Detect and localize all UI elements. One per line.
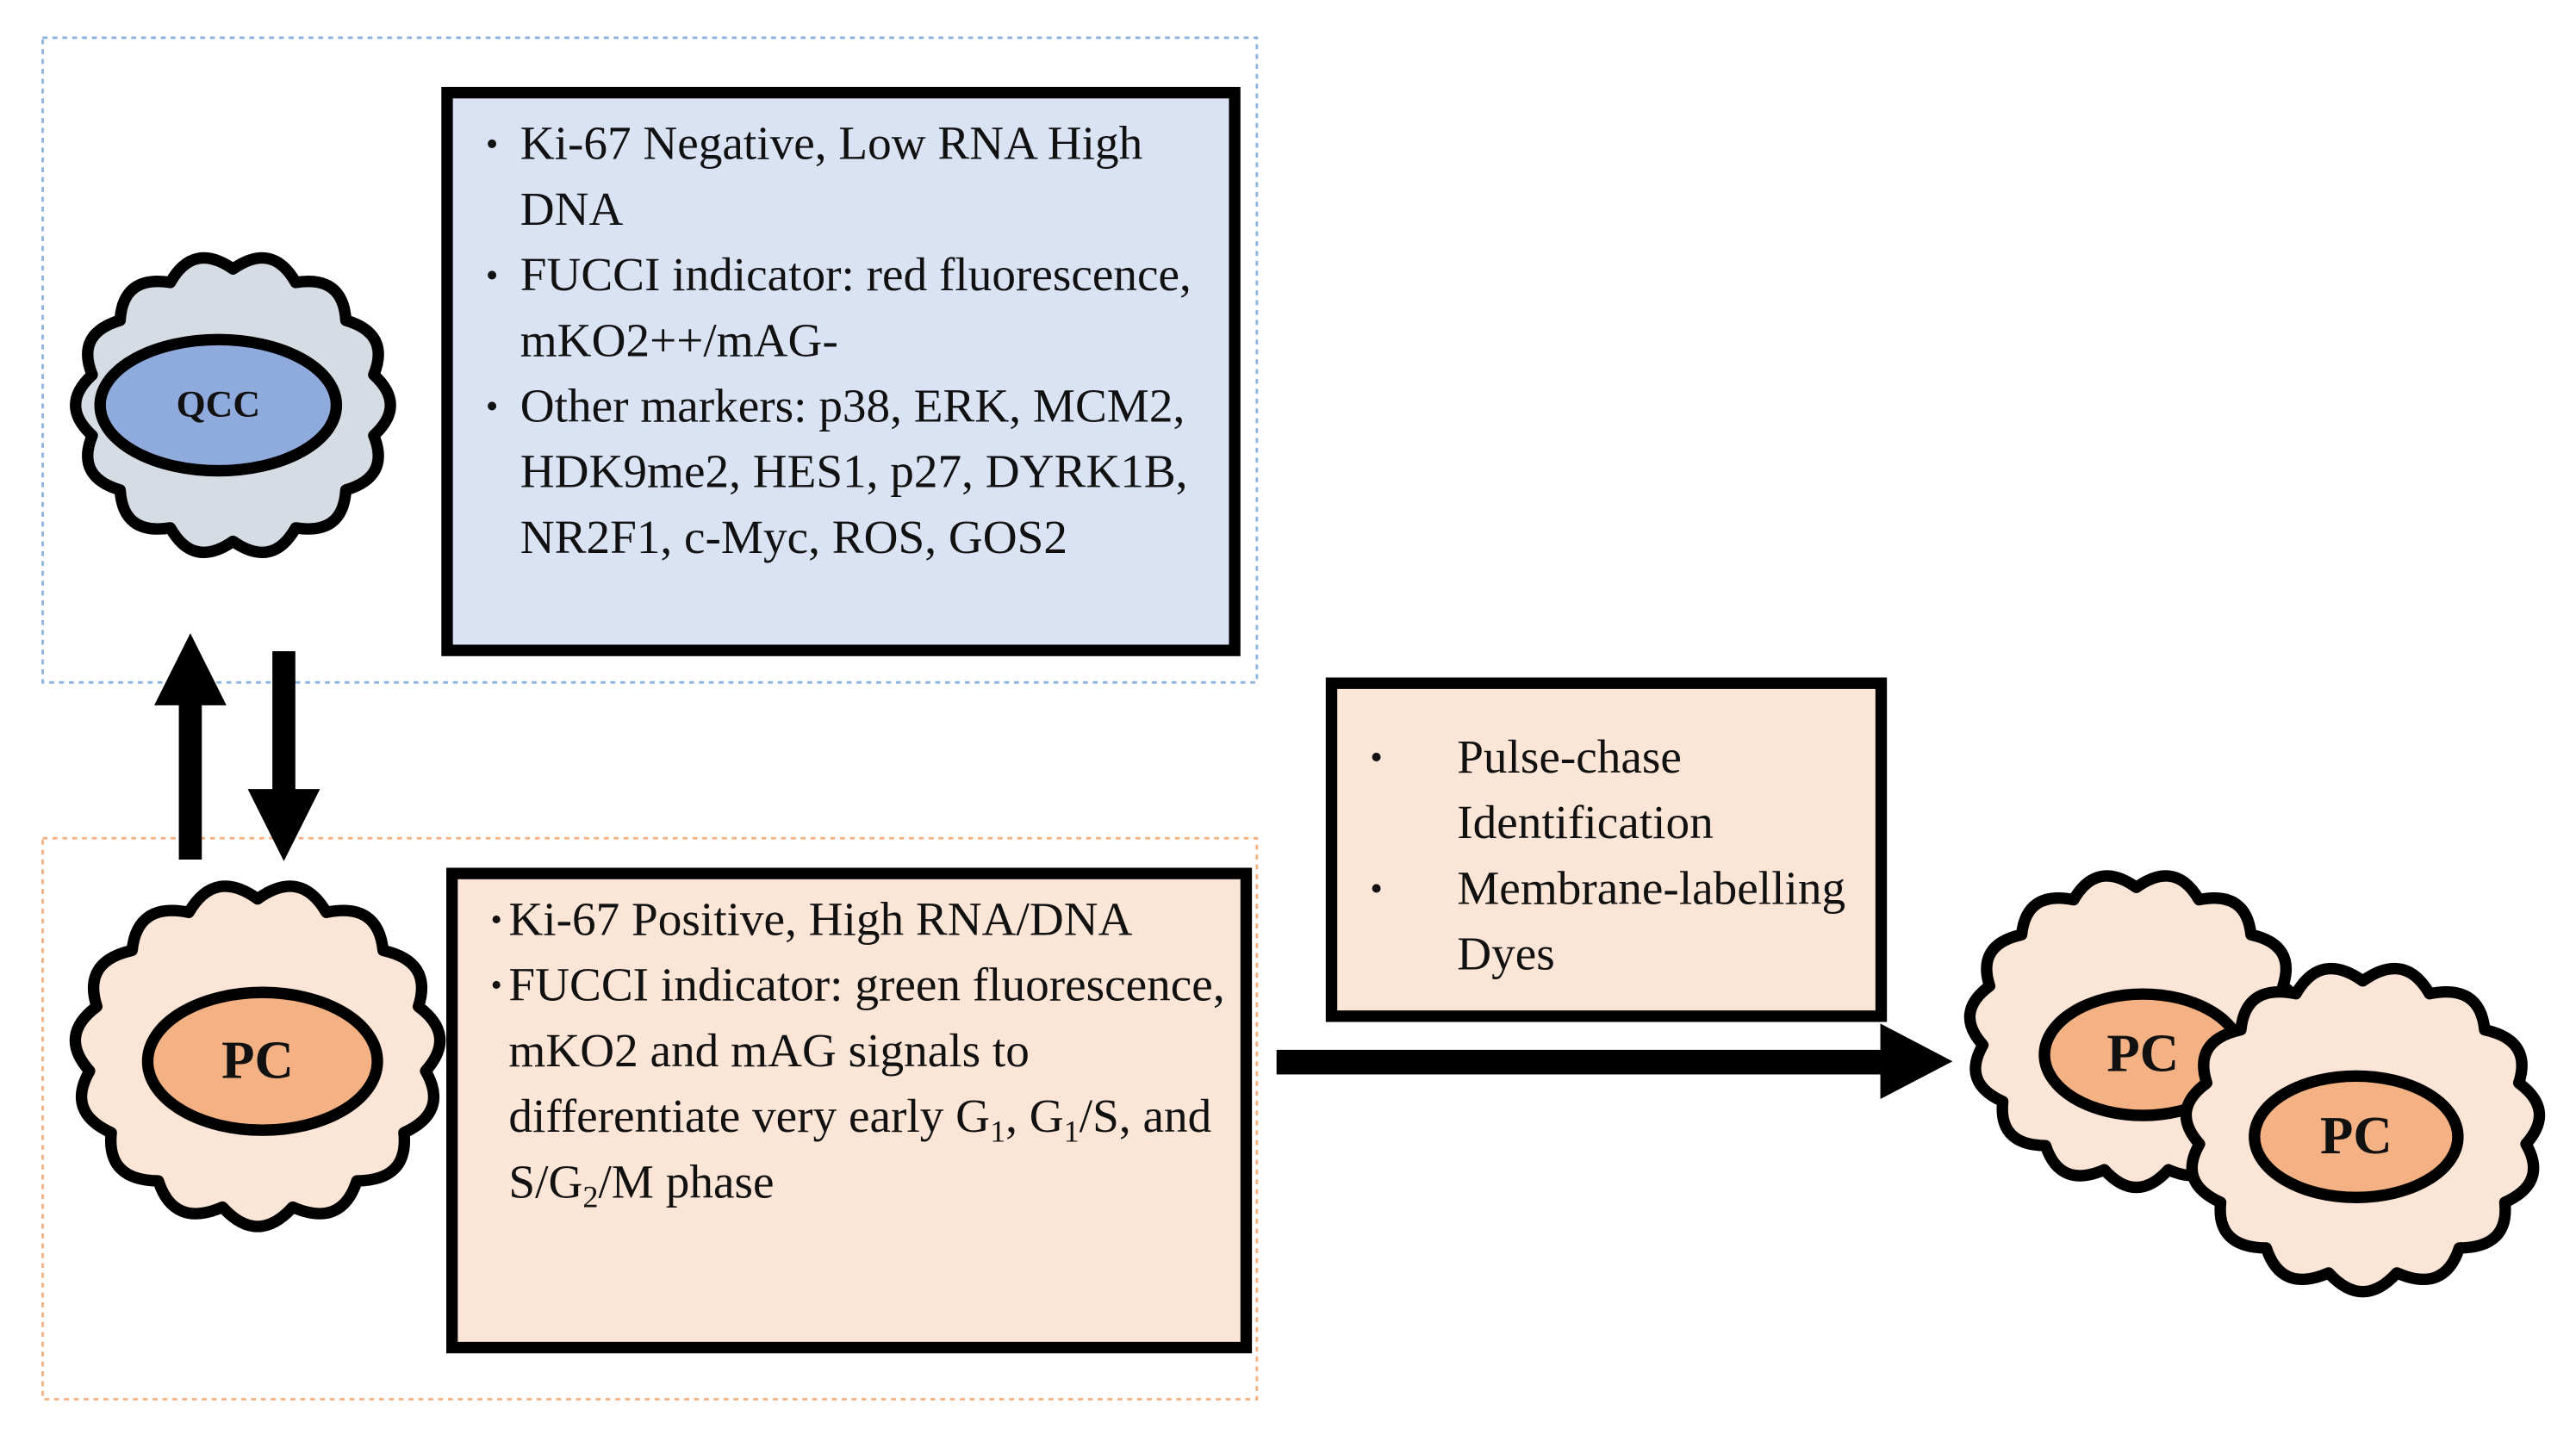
- qcc-marker-text: Other markers: p38, ERK, MCM2, HDK9me2, …: [520, 380, 1188, 565]
- pc-cell-right-front: [2180, 963, 2546, 1298]
- identification-method-text: Membrane-labelling Dyes: [1457, 862, 1846, 981]
- bullet: •: [485, 254, 499, 295]
- pc-marker-item: • Ki-67 Positive, High RNA/DNA: [490, 887, 1227, 953]
- pc-marker-text: Ki-67 Positive, High RNA/DNA: [508, 893, 1133, 947]
- subscript: 2: [582, 1181, 599, 1216]
- pc-nucleus-left: [141, 986, 383, 1136]
- pc-marker-item: • FUCCI indicator: green fluorescence, m…: [490, 953, 1227, 1216]
- bullet: •: [1370, 736, 1383, 778]
- arrow-down: [247, 651, 320, 861]
- fucci-text: , G: [1005, 1090, 1064, 1144]
- qcc-nucleus: [94, 333, 343, 477]
- qcc-marker-box: • Ki-67 Negative, Low RNA High DNA • FUC…: [441, 86, 1241, 656]
- bullet: •: [490, 967, 502, 1004]
- identification-method-item: • Pulse-chase Identification: [1364, 725, 1863, 856]
- qcc-marker-text: FUCCI indicator: red fluorescence, mKO2+…: [520, 249, 1192, 368]
- pc-marker-box: • Ki-67 Positive, High RNA/DNA • FUCCI i…: [446, 867, 1253, 1354]
- bullet: •: [490, 902, 502, 939]
- subscript: 1: [990, 1115, 1006, 1151]
- subscript: 1: [1063, 1115, 1080, 1151]
- identification-method-list: • Pulse-chase Identification • Membrane-…: [1364, 725, 1863, 988]
- qcc-label: QCC: [176, 383, 260, 425]
- bullet: •: [485, 385, 499, 427]
- pc-label-right-back: PC: [2106, 1025, 2180, 1084]
- qcc-marker-item: • Ki-67 Negative, Low RNA High DNA: [477, 112, 1212, 243]
- pc-label-left: PC: [221, 1031, 294, 1091]
- pc-cell-left: [69, 880, 446, 1233]
- qcc-marker-text: Ki-67 Negative, Low RNA High DNA: [520, 118, 1143, 237]
- arrow-up: [154, 633, 227, 860]
- fucci-text: /S, and S/G: [508, 1090, 1212, 1209]
- bullet: •: [485, 122, 499, 165]
- pc-label-right-front: PC: [2319, 1107, 2392, 1167]
- qcc-marker-item: • FUCCI indicator: red fluorescence, mKO…: [477, 243, 1212, 374]
- fucci-text: FUCCI indicator: green fluorescence, mKO…: [508, 959, 1225, 1144]
- qcc-marker-item: • Other markers: p38, ERK, MCM2, HDK9me2…: [477, 374, 1212, 571]
- arrow-right: [1276, 1023, 1953, 1100]
- qcc-cell: [70, 252, 396, 558]
- bullet: •: [1370, 867, 1383, 910]
- qcc-marker-list: • Ki-67 Negative, Low RNA High DNA • FUC…: [477, 112, 1212, 571]
- pc-marker-text: FUCCI indicator: green fluorescence, mKO…: [508, 959, 1225, 1214]
- identification-method-text: Pulse-chase Identification: [1457, 731, 1714, 850]
- fucci-text: /M phase: [598, 1156, 775, 1209]
- identification-method-item: • Membrane-labelling Dyes: [1364, 856, 1863, 987]
- pc-marker-list: • Ki-67 Positive, High RNA/DNA • FUCCI i…: [490, 887, 1227, 1216]
- pc-nucleus-right-front: [2249, 1070, 2464, 1203]
- identification-method-box: • Pulse-chase Identification • Membrane-…: [1325, 677, 1888, 1022]
- qcc-region: [41, 36, 1259, 684]
